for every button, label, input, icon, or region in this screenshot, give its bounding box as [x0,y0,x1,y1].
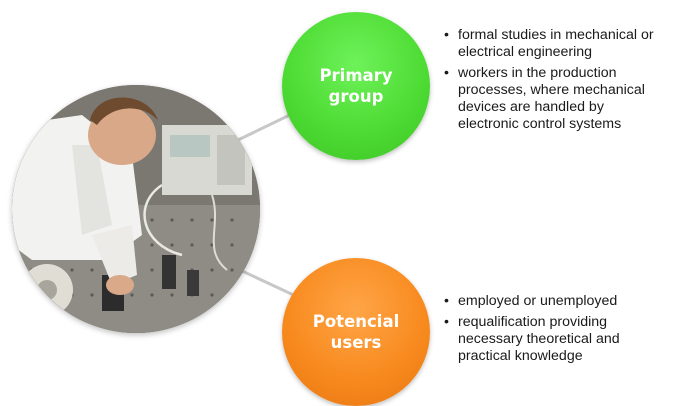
list-item-text: requalification providing necessary theo… [458,314,620,364]
primary-group-title: Primary group [319,66,393,106]
primary-group-list: • formal studies in mechanical or electr… [442,27,668,137]
list-item: • workers in the production processes, w… [442,65,668,133]
connector-potential [239,268,301,300]
list-item-text: formal studies in mechanical or electric… [458,27,654,60]
potential-users-title: Potencial users [312,312,400,352]
primary-group-node: Primary group [282,12,430,160]
list-item-text: employed or unemployed [458,293,618,309]
engineer-photo-illustration [12,85,260,333]
engineer-photo [12,85,260,333]
potential-users-list: • employed or unemployed • requalificati… [442,293,668,369]
list-item: • formal studies in mechanical or electr… [442,27,668,61]
list-item-text: workers in the production processes, whe… [458,65,645,132]
list-item: • employed or unemployed [442,293,668,310]
bullet-icon: • [444,293,449,309]
potential-users-node: Potencial users [282,258,430,406]
bullet-icon: • [444,65,449,81]
bullet-icon: • [444,314,449,330]
list-item: • requalification providing necessary th… [442,314,668,365]
bullet-icon: • [444,27,449,43]
